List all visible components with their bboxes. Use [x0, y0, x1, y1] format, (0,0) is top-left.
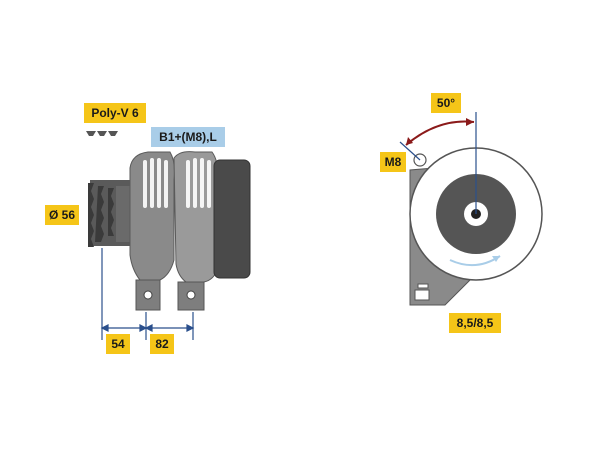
- svg-text:B1+(M8),L: B1+(M8),L: [159, 130, 217, 144]
- pulley: [88, 180, 132, 247]
- front-housing-vents: [143, 158, 168, 208]
- terminal-label: B1+(M8),L: [151, 127, 225, 147]
- mounting-foot-front: [135, 279, 161, 311]
- dimension-54-label: 54: [106, 334, 130, 354]
- alternator-front-view: 50° M8 8,5/8,5: [380, 93, 543, 333]
- mount-hole-label: 8,5/8,5: [449, 313, 501, 333]
- rear-cover: [213, 159, 251, 279]
- dimension-82-label: 82: [150, 334, 174, 354]
- angle-label: 50°: [431, 93, 461, 113]
- svg-text:8,5/8,5: 8,5/8,5: [457, 316, 494, 330]
- svg-text:M8: M8: [385, 155, 402, 169]
- belt-label: Poly-V 6: [84, 103, 146, 123]
- mounting-foot-rear: [177, 281, 205, 311]
- angle-arc: [405, 118, 475, 146]
- svg-text:Ø 56: Ø 56: [49, 208, 75, 222]
- svg-text:82: 82: [155, 337, 169, 351]
- belt-profile-icon: [86, 131, 118, 136]
- svg-text:Poly-V 6: Poly-V 6: [91, 106, 139, 120]
- svg-text:50°: 50°: [437, 96, 455, 110]
- rear-housing-vents: [186, 158, 211, 208]
- front-housing: [129, 151, 175, 281]
- pulley-diameter-label: Ø 56: [45, 205, 79, 225]
- dimension-lines: [100, 248, 195, 340]
- bolt-size-label: M8: [380, 152, 406, 172]
- svg-text:54: 54: [111, 337, 125, 351]
- alternator-side-view: Poly-V 6 B1+(M8),L Ø 56 54 82: [45, 103, 251, 354]
